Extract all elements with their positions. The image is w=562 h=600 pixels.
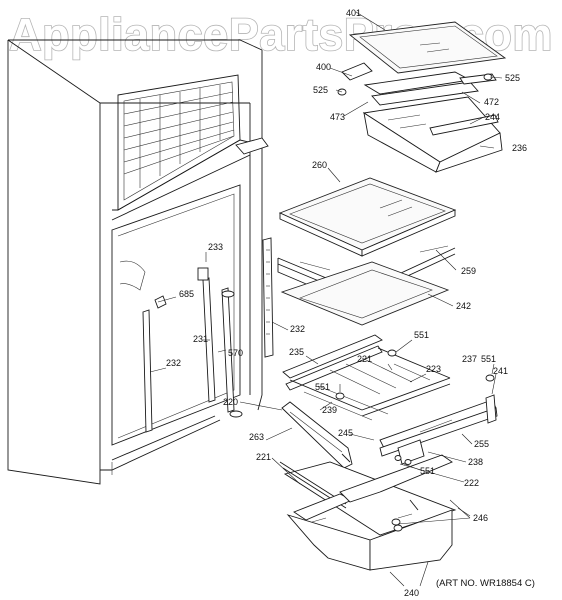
part-label: 231	[193, 334, 208, 344]
drawer-handle	[281, 401, 353, 469]
part-label: 236	[512, 143, 527, 153]
part-label: 240	[404, 588, 419, 598]
part-label: 241	[493, 366, 508, 376]
part-label: 525	[505, 73, 520, 83]
part-label: 400	[316, 62, 331, 72]
leader-lines	[149, 11, 503, 587]
part-label: 221	[256, 452, 271, 462]
part-label: 551	[315, 382, 330, 392]
part-label: 220	[223, 397, 238, 407]
crisper-frame	[282, 334, 451, 421]
upper-shelf-assembly	[337, 21, 507, 173]
part-label: 473	[330, 112, 345, 122]
part-label: 223	[426, 364, 441, 374]
part-label: 237	[462, 354, 477, 364]
art-number: (ART NO. WR18854 C)	[436, 578, 535, 589]
refrigerator-cabinet	[7, 39, 274, 485]
part-labels: 401 400 525 525 472 473 244 236 260 233 …	[166, 8, 527, 598]
part-label: 235	[289, 347, 304, 357]
part-label: 570	[228, 348, 243, 358]
part-label: 551	[420, 466, 435, 476]
crisper-drawers	[279, 454, 457, 571]
part-label: 260	[312, 160, 327, 170]
part-label: 222	[464, 478, 479, 488]
part-label: 246	[473, 513, 488, 523]
part-label: 232	[290, 324, 305, 334]
part-label: 685	[179, 289, 194, 299]
slide-rail-assembly	[379, 374, 498, 465]
part-label: 242	[456, 301, 471, 311]
part-label: 232	[166, 358, 181, 368]
part-label: 245	[338, 428, 353, 438]
part-label: 239	[322, 405, 337, 415]
glass-shelf-assembly	[277, 177, 457, 326]
part-label: 255	[474, 439, 489, 449]
part-label: 238	[468, 457, 483, 467]
part-label: 259	[461, 266, 476, 276]
part-label: 525	[313, 85, 328, 95]
part-label: 233	[208, 242, 223, 252]
part-label: 472	[484, 97, 499, 107]
part-label: 551	[414, 330, 429, 340]
part-label: 221	[357, 354, 372, 364]
part-label: 551	[481, 354, 496, 364]
part-label: 401	[346, 8, 361, 18]
part-label: 263	[249, 432, 264, 442]
part-label: 244	[485, 112, 500, 122]
